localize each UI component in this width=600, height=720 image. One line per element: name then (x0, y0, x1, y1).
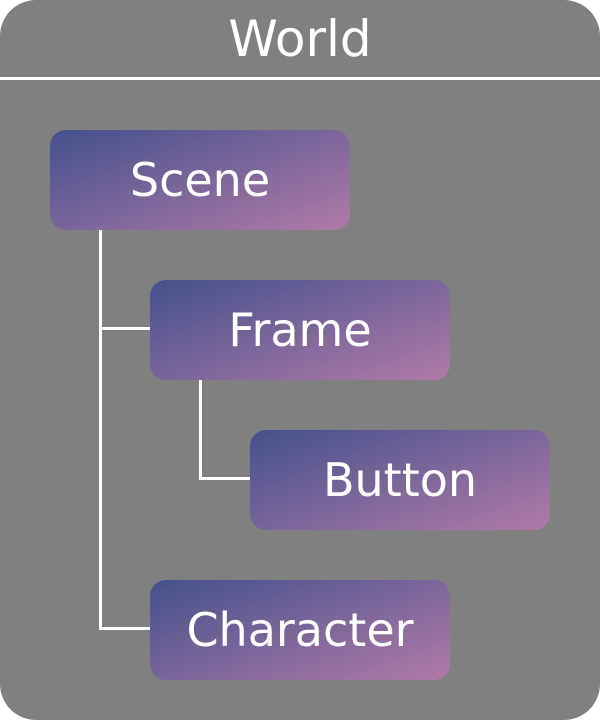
node-character: Character (150, 580, 450, 680)
connector-character-horizontal (99, 627, 151, 630)
connector-button-horizontal (199, 477, 251, 480)
node-button: Button (250, 430, 550, 530)
node-frame: Frame (150, 280, 450, 380)
node-scene: Scene (50, 130, 350, 230)
connector-frame-vertical (199, 379, 202, 480)
world-title: World (228, 10, 372, 68)
connector-frame-horizontal (99, 327, 151, 330)
connector-scene-vertical (99, 229, 102, 630)
title-divider (0, 77, 600, 80)
